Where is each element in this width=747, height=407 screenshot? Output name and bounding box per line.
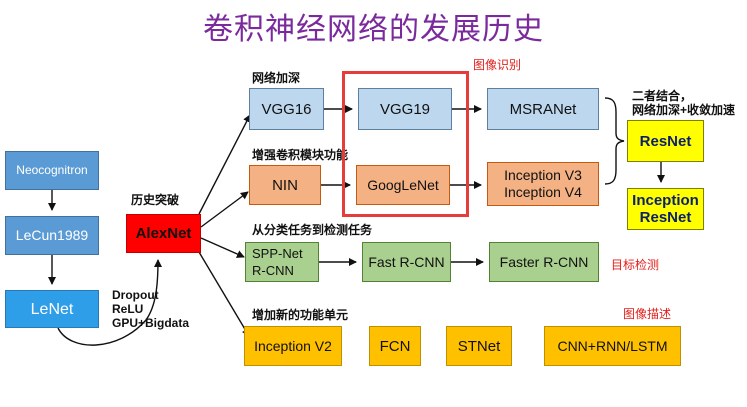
alexnet-tricks-list: Dropout ReLU GPU+Bigdata: [112, 288, 189, 330]
note-image-recognition: 图像识别: [473, 58, 522, 72]
node-googlenet: GoogLeNet: [356, 165, 450, 205]
node-alexnet: AlexNet: [126, 214, 201, 253]
edge-alexnet-nin: [200, 191, 249, 228]
label-new-functional-units: 增加新的功能单元: [252, 308, 349, 322]
edge-alexnet-vgg16: [198, 114, 251, 215]
note-image-captioning: 图像描述: [623, 307, 672, 321]
node-vgg19: VGG19: [358, 88, 452, 130]
inception-resnet-label-2: ResNet: [639, 209, 692, 226]
edge-alexnet-spp: [200, 237, 245, 258]
inception-resnet-label-1: Inception: [632, 192, 699, 209]
node-faster-rcnn: Faster R-CNN: [489, 242, 599, 282]
merge-bracket: [604, 97, 625, 185]
node-inception-v3-v4: Inception V3 Inception V4: [487, 162, 599, 206]
highlight-image-recognition: [342, 71, 469, 217]
rcnn-label: R-CNN: [252, 263, 294, 278]
trick-gpu-bigdata: GPU+Bigdata: [112, 316, 190, 330]
trick-relu: ReLU: [112, 302, 144, 316]
node-inception-resnet: Inception ResNet: [627, 188, 704, 230]
label-network-deepening: 网络加深: [252, 71, 301, 85]
page-title: 卷积神经网络的发展历史: [203, 12, 544, 47]
edge-alexnet-inception-v2: [198, 251, 250, 337]
node-stnet: STNet: [446, 326, 512, 366]
node-neocognitron: Neocognitron: [5, 151, 99, 190]
node-cnn-rnn-lstm: CNN+RNN/LSTM: [544, 326, 681, 366]
node-nin: NIN: [249, 165, 321, 205]
label-enhanced-conv-module: 增强卷积模块功能: [252, 148, 349, 162]
node-fast-rcnn: Fast R-CNN: [362, 242, 451, 282]
note-object-detection: 目标检测: [611, 258, 660, 272]
edge-lenet-alexnet: [57, 259, 162, 346]
spp-net-label: SPP-Net: [252, 246, 303, 261]
label-combination-line2: 网络加深+收敛加速: [632, 103, 736, 117]
label-historic-breakthrough: 历史突破: [131, 193, 180, 207]
node-msranet: MSRANet: [487, 88, 599, 130]
trick-dropout: Dropout: [112, 288, 159, 302]
inception-v4-label: Inception V4: [504, 184, 582, 200]
label-classification-to-detection: 从分类任务到检测任务: [252, 223, 373, 237]
node-inception-v2: Inception V2: [244, 326, 342, 366]
node-vgg16: VGG16: [249, 88, 324, 130]
node-fcn: FCN: [369, 326, 421, 366]
node-lenet: LeNet: [5, 290, 99, 328]
node-lecun1989: LeCun1989: [5, 216, 99, 255]
label-combination-line1: 二者结合，: [632, 89, 693, 103]
node-resnet: ResNet: [627, 120, 704, 162]
node-spp-net-rcnn: SPP-Net R-CNN: [245, 242, 319, 282]
inception-v3-label: Inception V3: [504, 167, 582, 183]
